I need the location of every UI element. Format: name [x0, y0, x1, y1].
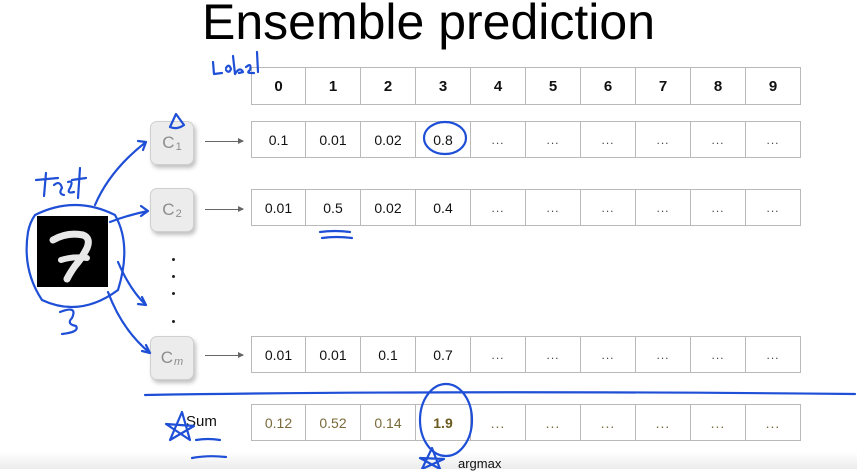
- arrow-right-icon: [205, 206, 244, 212]
- prob-cell: ...: [636, 121, 691, 158]
- sum-cell: ...: [636, 404, 691, 441]
- prob-cell: ...: [581, 336, 636, 373]
- classifier-subscript: m: [174, 356, 184, 368]
- argmax-label: argmax: [458, 456, 501, 471]
- prob-cell: ...: [581, 189, 636, 226]
- classifier-name: C: [162, 133, 175, 152]
- sum-label: Sum: [186, 413, 217, 430]
- prob-cell: ...: [746, 336, 801, 373]
- sum-cell: 0.52: [306, 404, 361, 441]
- digit-seven-icon: [49, 230, 92, 283]
- prob-cell: 0.02: [361, 189, 416, 226]
- arrow-right-icon: [205, 352, 244, 358]
- sum-cell-max: 1.9: [416, 404, 471, 441]
- sum-row: 0.12 0.52 0.14 1.9 ... ... ... ... ... .…: [251, 404, 801, 441]
- test-digit-image: [37, 216, 108, 287]
- header-cell: 4: [471, 67, 526, 105]
- prob-cell: 0.5: [306, 189, 361, 226]
- prob-cell: 0.01: [251, 336, 306, 373]
- prob-cell: ...: [526, 336, 581, 373]
- prob-cell: ...: [471, 336, 526, 373]
- digit-three-ink: [58, 308, 78, 336]
- sum-cell: ...: [471, 404, 526, 441]
- test-word-ink: [34, 166, 88, 200]
- header-cell: 8: [691, 67, 746, 105]
- prob-cell: ...: [691, 336, 746, 373]
- bottom-shade: [0, 452, 857, 469]
- sum-cell: ...: [691, 404, 746, 441]
- classifier-cm-prob-row: 0.01 0.01 0.1 0.7 ... ... ... ... ... ..…: [251, 336, 801, 373]
- header-cell: 0: [251, 67, 306, 105]
- prob-cell: ...: [746, 121, 801, 158]
- prob-cell: 0.4: [416, 189, 471, 226]
- prob-cell: ...: [636, 336, 691, 373]
- prob-cell: ...: [526, 189, 581, 226]
- classifier-subscript: 1: [175, 141, 182, 153]
- prob-cell: 0.01: [251, 189, 306, 226]
- prob-cell: 0.1: [361, 336, 416, 373]
- prob-cell: ...: [526, 121, 581, 158]
- ellipsis-dot: [172, 258, 175, 261]
- prob-cell: ...: [746, 189, 801, 226]
- classifier-name: C: [162, 200, 175, 219]
- header-cell: 7: [636, 67, 691, 105]
- arrow-to-c1-ink: [93, 139, 148, 207]
- classifier-c1-prob-row: 0.1 0.01 0.02 0.8 ... ... ... ... ... ..…: [251, 121, 801, 158]
- header-cell: 6: [581, 67, 636, 105]
- header-cell: 2: [361, 67, 416, 105]
- prob-cell: 0.01: [306, 121, 361, 158]
- prob-cell: 0.8: [416, 121, 471, 158]
- sum-cell: ...: [746, 404, 801, 441]
- prob-cell: ...: [636, 189, 691, 226]
- sum-cell: ...: [581, 404, 636, 441]
- header-cell: 5: [526, 67, 581, 105]
- header-cell: 3: [416, 67, 471, 105]
- sum-cell: 0.12: [251, 404, 306, 441]
- ellipsis-dot: [172, 275, 175, 278]
- ellipsis-dot: [172, 320, 175, 323]
- prob-cell: 0.7: [416, 336, 471, 373]
- label-header-row: 0 1 2 3 4 5 6 7 8 9: [251, 67, 801, 105]
- classifier-subscript: 2: [175, 208, 182, 220]
- sum-cell: ...: [526, 404, 581, 441]
- arrow-to-c2-ink: [108, 204, 150, 224]
- prob-cell: ...: [691, 189, 746, 226]
- arrow-ink: [116, 260, 148, 307]
- arrow-right-icon: [205, 138, 244, 144]
- header-cell: 1: [306, 67, 361, 105]
- ellipsis-dot: [172, 292, 175, 295]
- classifier-name: C: [160, 348, 174, 367]
- classifier-c2-prob-row: 0.01 0.5 0.02 0.4 ... ... ... ... ... ..…: [251, 189, 801, 226]
- prob-cell: 0.1: [251, 121, 306, 158]
- prob-cell: 0.02: [361, 121, 416, 158]
- arrow-to-cm-ink: [106, 290, 152, 355]
- prob-cell: 0.01: [306, 336, 361, 373]
- prob-cell: ...: [471, 189, 526, 226]
- sum-cell: 0.14: [361, 404, 416, 441]
- prob-cell: ...: [471, 121, 526, 158]
- underline-0-5-ink: [318, 229, 354, 240]
- prob-cell: ...: [691, 121, 746, 158]
- slide-title: Ensemble prediction: [201, 0, 656, 50]
- separator-line-ink: [143, 391, 857, 397]
- header-cell: 9: [746, 67, 801, 105]
- prob-cell: ...: [581, 121, 636, 158]
